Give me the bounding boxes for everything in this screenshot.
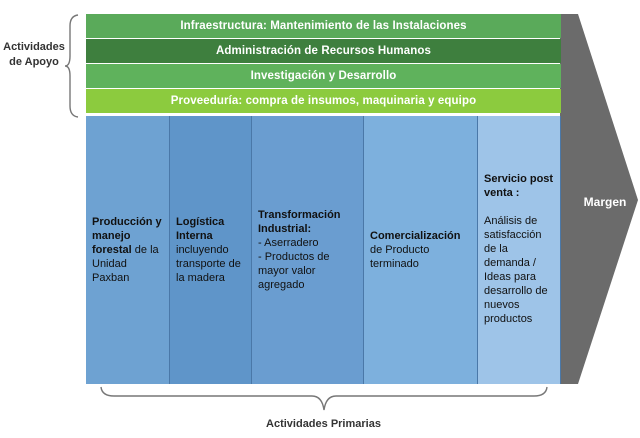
primary-col-post-sale-service: Servicio post venta : Análisis de satisf…	[478, 116, 561, 384]
primary-col-body: Análisis de satisfacción de la demanda /…	[484, 215, 548, 325]
primary-activities-label: Actividades Primarias	[266, 418, 381, 430]
primary-col-title: Servicio post venta :	[484, 173, 554, 199]
primary-col-text: Comercialización de Producto terminado	[370, 229, 471, 271]
primary-col-text: Producción y manejo forestal de la Unida…	[92, 215, 163, 285]
primary-col-transformation: Transformación Industrial: - Aserradero …	[252, 116, 364, 384]
support-bar-infrastructure: Infraestructura: Mantenimiento de las In…	[86, 14, 561, 38]
bottom-brace	[100, 386, 548, 411]
primary-col-commercialization: Comercialización de Producto terminado	[364, 116, 478, 384]
primary-col-body: incluyendo transporte de la madera	[176, 244, 241, 284]
primary-col-line: - Productos de mayor valor agregado	[258, 251, 330, 291]
primary-col-inbound-logistics: Logística Interna incluyendo transporte …	[170, 116, 252, 384]
primary-col-body: de Producto terminado	[370, 244, 430, 270]
primary-col-production: Producción y manejo forestal de la Unida…	[86, 116, 170, 384]
primary-col-text: Logística Interna incluyendo transporte …	[176, 215, 245, 285]
primary-col-line: - Aserradero	[258, 237, 319, 249]
primary-col-title: Logística Interna	[176, 216, 225, 242]
margin-arrow	[560, 14, 638, 384]
primary-col-body: de la Unidad Paxban	[92, 244, 159, 284]
margin-label: Margen	[583, 195, 627, 209]
support-bar-procurement: Proveeduría: compra de insumos, maquinar…	[86, 89, 561, 113]
support-activities-label: Actividades de Apoyo	[3, 41, 65, 68]
primary-col-title: Transformación Industrial:	[258, 209, 341, 235]
left-brace	[64, 14, 79, 118]
support-bar-human-resources: Administración de Recursos Humanos	[86, 39, 561, 63]
primary-col-title: Comercialización	[370, 230, 461, 242]
support-bar-research-development: Investigación y Desarrollo	[86, 64, 561, 88]
primary-col-title: Producción y manejo forestal	[92, 216, 162, 256]
